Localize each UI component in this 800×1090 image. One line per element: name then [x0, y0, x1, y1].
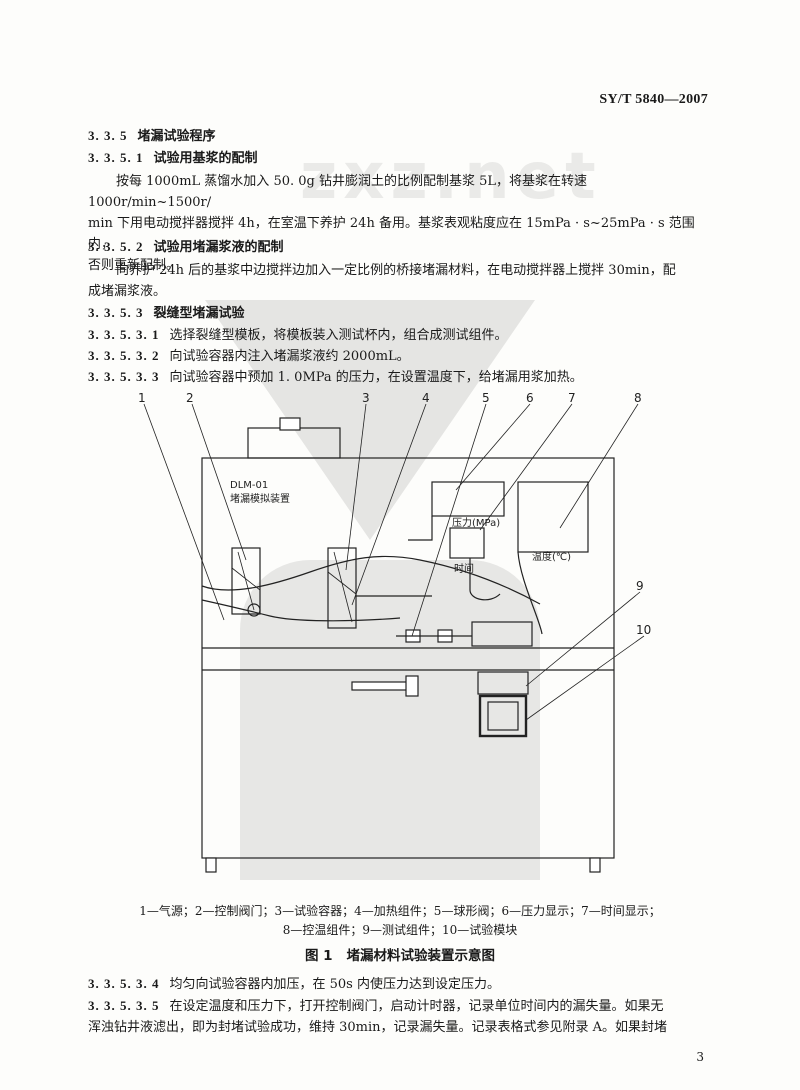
time-display-box [449, 527, 485, 559]
paragraph-line: 按每 1000mL 蒸馏水加入 50. 0g 钻井膨润土的比例配制基浆 5L，将… [88, 174, 588, 210]
pressure-label: 压力(MPa) [452, 516, 500, 529]
clause-text: 均匀向试验容器内加压，在 50s 内使压力达到设定压力。 [169, 977, 500, 992]
heading-3-3-5-2: 3. 3. 5. 2 试验用堵漏浆液的配制 [88, 237, 284, 258]
heading-3-3-5-1: 3. 3. 5. 1 试验用基浆的配制 [88, 148, 258, 169]
figure-title: 图 1 堵漏材料试验装置示意图 [0, 944, 800, 964]
test-vessel-body [327, 547, 357, 629]
clause-3-3-5-3-5: 3. 3. 5. 3. 5 在设定温度和压力下，打开控制阀门，启动计时器，记录单位… [88, 996, 664, 1017]
temperature-display-box [517, 481, 589, 553]
callout-5: 5 [482, 391, 490, 405]
section-title: 试验用基浆的配制 [153, 151, 258, 166]
callout-1: 1 [138, 391, 146, 405]
test-assembly-box [477, 671, 529, 695]
standard-code: SY/T 5840—2007 [599, 92, 708, 107]
control-valve-body [231, 547, 261, 615]
clause-number: 3. 3. 5. 3. 1 [88, 327, 160, 342]
gas-source-box [247, 427, 341, 459]
clause-number: 3. 3. 5. 3. 2 [88, 348, 160, 363]
time-label: 时间 [454, 562, 474, 575]
heading-3-3-5: 3. 3. 5 堵漏试验程序 [88, 126, 216, 147]
figure-title-text: 堵漏材料试验装置示意图 [346, 948, 496, 964]
callout-7: 7 [568, 391, 576, 405]
device-name-line2: 堵漏模拟装置 [230, 492, 290, 505]
clause-3-3-5-3-1: 3. 3. 5. 3. 1 选择裂缝型模板，将模板装入测试杯内，组合成测试组件。 [88, 325, 508, 346]
section-number: 3. 3. 5. 2 [88, 239, 144, 254]
page-number: 3 [696, 1050, 704, 1064]
heating-module-box [471, 621, 533, 647]
clause-number: 3. 3. 5. 3. 4 [88, 976, 160, 991]
heading-3-3-5-3: 3. 3. 5. 3 裂缝型堵漏试验 [88, 303, 245, 324]
callout-10: 10 [636, 623, 651, 637]
section-title: 堵漏试验程序 [137, 129, 216, 144]
figure-1-diagram: 1 2 3 4 5 6 7 8 9 10 DLM-01 堵漏模拟装置 压力(MP… [120, 390, 680, 900]
callout-6: 6 [526, 391, 534, 405]
clause-3-3-5-3-2: 3. 3. 5. 3. 2 向试验容器内注入堵漏浆液约 2000mL。 [88, 346, 410, 367]
clause-3-3-5-3-5-continued: 浑浊钻井液滤出，即为封堵试验成功，维持 30min，记录漏失量。记录表格式参见附… [88, 1020, 668, 1035]
cabinet-frame [201, 457, 615, 859]
clause-number: 3. 3. 5. 3. 3 [88, 369, 160, 384]
section-number: 3. 3. 5. 1 [88, 150, 144, 165]
pressure-display-box [431, 481, 505, 517]
section-number: 3. 3. 5. 3 [88, 305, 144, 320]
figure-number: 图 1 [304, 948, 333, 964]
section-title: 裂缝型堵漏试验 [153, 306, 245, 321]
clause-text: 在设定温度和压力下，打开控制阀门，启动计时器，记录单位时间内的漏失量。如果无 [169, 999, 664, 1014]
device-name-line1: DLM-01 [230, 480, 268, 491]
callout-8: 8 [634, 391, 642, 405]
paragraph-line: 向养护 24h 后的基浆中边搅拌边加入一定比例的桥接堵漏材料，在电动搅拌器上搅拌… [116, 263, 676, 278]
temperature-label: 温度(℃) [532, 550, 571, 563]
gas-source-cap [279, 417, 301, 431]
test-module-box [478, 694, 528, 738]
figure-legend-line2: 8—控温组件；9—测试组件；10—试验模块 [282, 923, 518, 937]
paragraph-line: min 下用电动搅拌器搅拌 4h，在室温下养护 24h 备用。基浆表观粘度应在 … [88, 216, 695, 252]
clause-number: 3. 3. 5. 3. 5 [88, 998, 160, 1013]
paragraph-3-3-5-2: 向养护 24h 后的基浆中边搅拌边加入一定比例的桥接堵漏材料，在电动搅拌器上搅拌… [88, 260, 708, 302]
clause-text: 向试验容器内注入堵漏浆液约 2000mL。 [169, 349, 410, 364]
callout-2: 2 [186, 391, 194, 405]
callout-3: 3 [362, 391, 370, 405]
callout-9: 9 [636, 579, 644, 593]
section-number: 3. 3. 5 [88, 128, 128, 143]
clause-text: 向试验容器中预加 1. 0MPa 的压力，在设置温度下，给堵漏用浆加热。 [169, 370, 583, 385]
section-title: 试验用堵漏浆液的配制 [153, 240, 284, 255]
clause-3-3-5-3-3: 3. 3. 5. 3. 3 向试验容器中预加 1. 0MPa 的压力，在设置温度下… [88, 367, 583, 388]
apparatus-diagram: 1 2 3 4 5 6 7 8 9 10 DLM-01 堵漏模拟装置 压力(MP… [138, 391, 651, 873]
paragraph-line: 成堵漏浆液。 [88, 284, 167, 299]
callout-4: 4 [422, 391, 430, 405]
clause-text: 选择裂缝型模板，将模板装入测试杯内，组合成测试组件。 [169, 328, 508, 343]
figure-legend-line1: 1—气源；2—控制阀门；3—试验容器；4—加热组件；5—球形阀；6—压力显示；7… [139, 904, 661, 918]
clause-3-3-5-3-4: 3. 3. 5. 3. 4 均匀向试验容器内加压，在 50s 内使压力达到设定压力… [88, 974, 500, 995]
paragraph-3-3-5-1: 按每 1000mL 蒸馏水加入 50. 0g 钻井膨润土的比例配制基浆 5L，将… [88, 171, 708, 276]
paragraph-line: 否则重新配制。 [88, 258, 180, 273]
